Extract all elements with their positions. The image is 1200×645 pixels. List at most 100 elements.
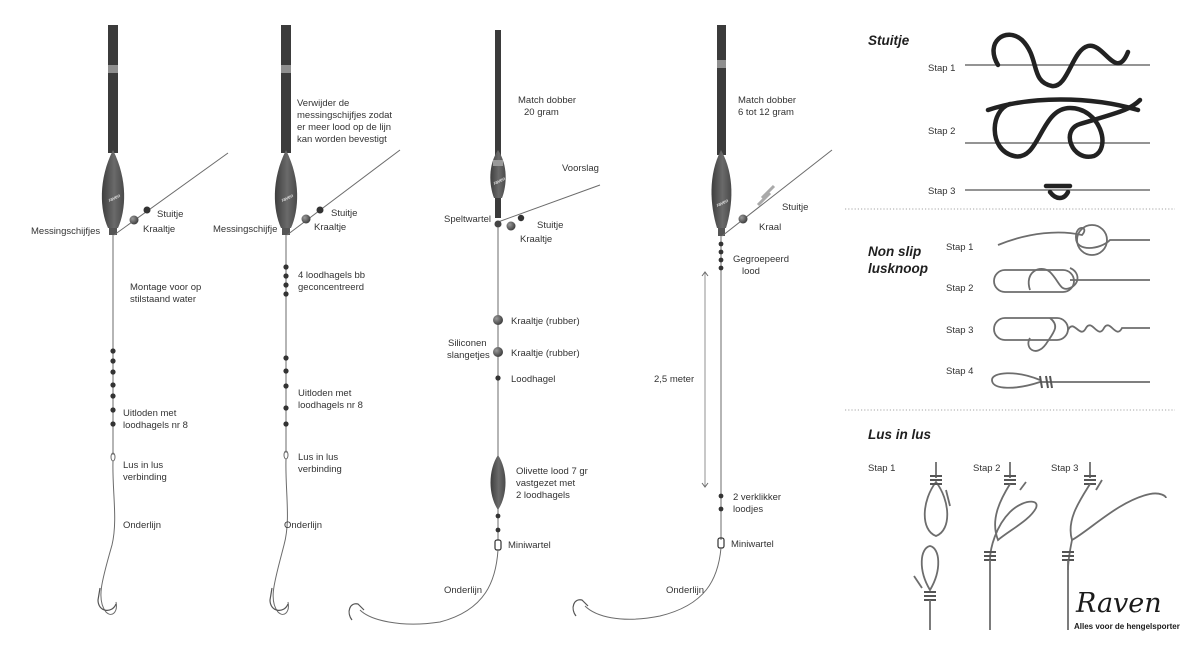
hook <box>269 587 289 611</box>
tell-tale-shot <box>718 493 724 499</box>
step-1-lower-loop <box>920 545 940 592</box>
title-stuitje: Stuitje <box>868 33 910 48</box>
knot-step-2-loop <box>993 269 1075 293</box>
label-olivette-1: Olivette lood 7 gr <box>516 466 588 477</box>
knot-step-1-loop <box>1076 224 1108 256</box>
label-kraaltje: Kraaltje <box>520 234 552 245</box>
label-olivette-2: vastgezet met <box>516 478 575 489</box>
distance-arrows <box>701 271 709 488</box>
float-logo: raven <box>716 198 730 209</box>
knot-lus-in-lus: Lus in lus Stap 1 Stap 2 Stap 3 <box>868 427 1167 630</box>
label-verklikker-2: loodjes <box>733 504 763 515</box>
label-onderlijn: Onderlijn <box>123 520 161 531</box>
float-antenna <box>108 25 118 65</box>
float-band <box>108 65 118 73</box>
float-stem <box>495 198 501 218</box>
label-stap-2: Stap 2 <box>928 126 955 137</box>
stopper-knot <box>756 184 776 207</box>
stopper <box>143 206 151 214</box>
knot-step-3-loop <box>993 317 1069 341</box>
label-olivette-3: 2 loodhagels <box>516 490 570 501</box>
float-antenna <box>495 30 501 160</box>
bead <box>301 214 311 224</box>
hook <box>348 603 365 621</box>
shot <box>495 375 501 381</box>
hook-link <box>584 547 722 620</box>
label-lus-2: verbinding <box>123 472 167 483</box>
knot-step-3-tag <box>1027 317 1057 352</box>
label-match-2: 20 gram <box>524 107 559 118</box>
label-stap-3: Stap 3 <box>928 186 955 197</box>
brand-logo: Raven Alles voor de hengelsporter <box>1074 588 1180 631</box>
brand-tagline: Alles voor de hengelsporter <box>1074 622 1180 631</box>
bead <box>129 215 139 225</box>
shot-group <box>718 241 724 271</box>
label-loodhagels-1: 4 loodhagels bb <box>298 270 365 281</box>
label-siliconen-1: Siliconen <box>448 338 487 349</box>
hook <box>97 587 117 611</box>
step-1-upper-knot <box>930 475 942 485</box>
float-antenna <box>717 25 726 155</box>
bead <box>738 214 748 224</box>
label-uitloden-2: loodhagels nr 8 <box>123 420 188 431</box>
float-body <box>274 150 298 228</box>
step-1-lower-knot <box>924 591 936 601</box>
label-gegroepeerd-2: lood <box>742 266 760 277</box>
label-lus-1: Lus in lus <box>298 452 338 463</box>
knot-non-slip: Non slip lusknoop Stap 1 Stap 2 Stap 3 S… <box>868 224 1150 389</box>
label-match-2: 6 tot 12 gram <box>738 107 794 118</box>
label-stap-1: Stap 1 <box>868 463 895 474</box>
knot-step-4 <box>991 372 1150 389</box>
rig-1-waggler: raven Messingschijfjes Stuitje Kraaltje … <box>31 25 229 615</box>
knot-step-3 <box>1043 183 1073 201</box>
label-loodhagel: Loodhagel <box>511 374 555 385</box>
title-non-slip-1: Non slip <box>868 244 921 259</box>
olivette-lead <box>490 455 506 510</box>
knot-stuitje: Stuitje Stap 1 Stap 2 Stap 3 <box>868 32 1150 201</box>
stopper <box>316 206 324 214</box>
label-verklikker-1: 2 verklikker <box>733 492 781 503</box>
knot-step-1 <box>991 32 1131 89</box>
shot-group <box>110 348 116 427</box>
label-stap-1: Stap 1 <box>946 242 973 253</box>
stopper <box>517 214 525 222</box>
label-stap-3: Stap 3 <box>946 325 973 336</box>
step-3-loop <box>1069 483 1167 542</box>
label-stuitje: Stuitje <box>157 209 183 220</box>
mini-swivel <box>494 539 502 551</box>
label-voorslag: Voorslag <box>562 163 599 174</box>
tell-tale-shot <box>718 506 724 512</box>
label-verwijder-4: kan worden bevestigt <box>297 134 387 145</box>
knot-step-1 <box>997 227 1150 249</box>
label-lus-2: verbinding <box>298 464 342 475</box>
label-messingschijfje: Messingschijfje <box>213 224 277 235</box>
swivel <box>494 220 502 228</box>
rig-2-waggler: raven Verwijder de messingschijfjes zoda… <box>213 25 401 615</box>
label-kraaltje: Kraaltje <box>314 222 346 233</box>
float-logo: raven <box>281 193 295 204</box>
label-stap-1: Stap 1 <box>928 63 955 74</box>
step-2-tag <box>1019 481 1027 491</box>
label-stuitje: Stuitje <box>782 202 808 213</box>
shot-group <box>283 264 289 427</box>
label-uitloden-1: Uitloden met <box>298 388 352 399</box>
float-eye <box>718 228 725 236</box>
label-loodhagels-2: geconcentreerd <box>298 282 364 293</box>
brass-discs <box>109 228 117 235</box>
label-siliconen-2: slangetjes <box>447 350 490 361</box>
label-gegroepeerd-1: Gegroepeerd <box>733 254 789 265</box>
label-match-1: Match dobber <box>518 95 576 106</box>
label-montage-1: Montage voor op <box>130 282 201 293</box>
float-antenna <box>281 25 291 65</box>
label-match-1: Match dobber <box>738 95 796 106</box>
label-uitloden-2: loodhagels nr 8 <box>298 400 363 411</box>
float-antenna-lower <box>108 73 118 153</box>
label-rubber-2: Kraaltje (rubber) <box>511 348 580 359</box>
label-stuitje: Stuitje <box>331 208 357 219</box>
brass-disc <box>282 228 290 235</box>
brand-name: Raven <box>1075 588 1162 619</box>
step-2-interlock <box>989 483 1038 561</box>
float-body <box>711 150 732 228</box>
label-lus-1: Lus in lus <box>123 460 163 471</box>
label-stap-4: Stap 4 <box>946 366 973 377</box>
